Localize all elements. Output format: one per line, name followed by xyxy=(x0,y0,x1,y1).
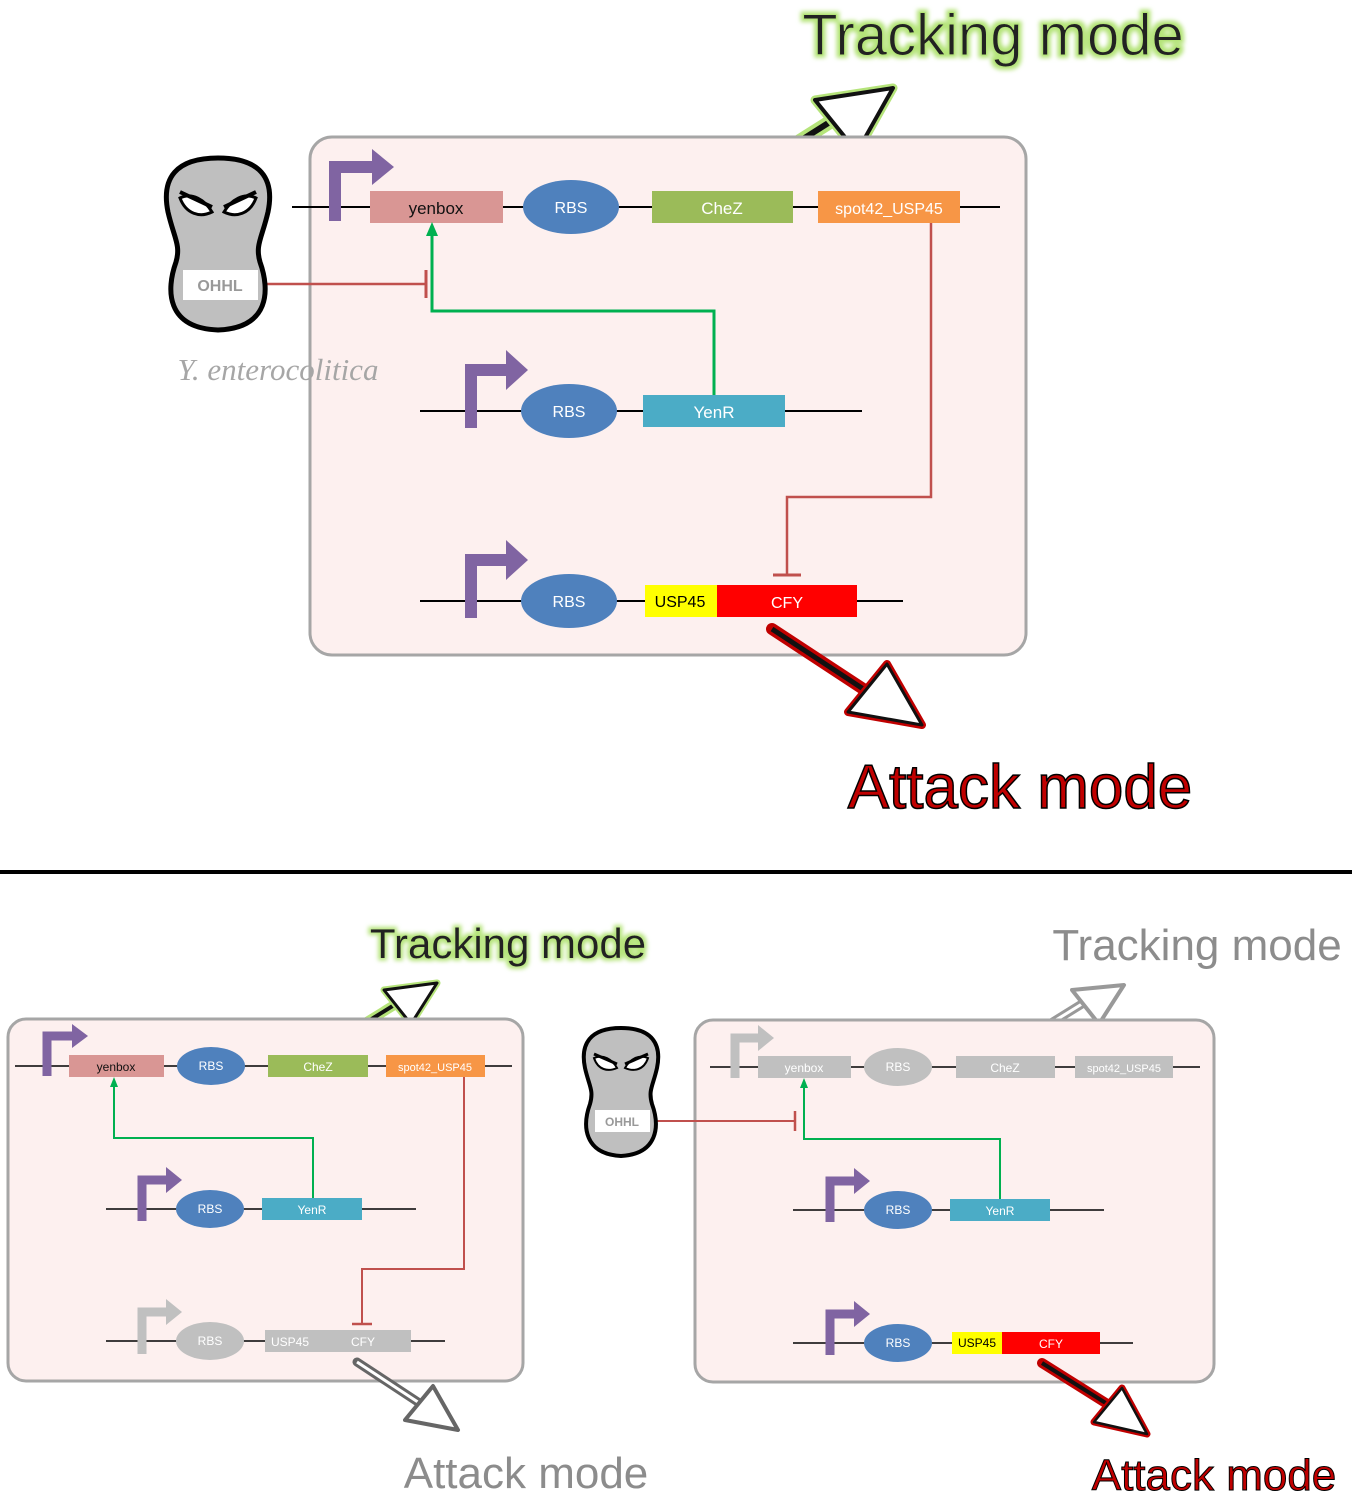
rbs-3 xyxy=(521,574,617,628)
spot42-label: spot42_USP45 xyxy=(1087,1063,1161,1075)
ohhl-label: OHHL xyxy=(605,1115,639,1129)
rbs-2-label: RBS xyxy=(886,1203,911,1217)
chez-part xyxy=(652,191,793,223)
yenbox-part xyxy=(69,1055,164,1077)
chez-part xyxy=(268,1055,368,1077)
spot42-part xyxy=(386,1055,485,1077)
promoter-2 xyxy=(137,1167,182,1221)
usp45-label: USP45 xyxy=(271,1335,309,1349)
promoter-3 xyxy=(465,540,528,618)
yenr-label: YenR xyxy=(694,403,735,422)
spot42-repression-line xyxy=(785,223,933,574)
bottom-left-panel: Tracking mode yenbox RBS CheZ spot42_USP… xyxy=(6,920,649,1498)
bottom-right-panel: Tracking mode yenbox RBS CheZ spot42_USP… xyxy=(581,921,1342,1500)
spot42-part xyxy=(818,191,960,223)
promoter-3 xyxy=(137,1299,182,1354)
rbs-1-label: RBS xyxy=(555,200,588,217)
yenr-label: YenR xyxy=(986,1204,1015,1218)
cfy-label: CFY xyxy=(1039,1337,1063,1351)
activation-arrowhead xyxy=(110,1077,118,1087)
attack-arrow xyxy=(1037,1358,1151,1438)
ohhl-label: OHHL xyxy=(197,278,243,295)
cfy-part xyxy=(316,1330,411,1352)
cfy-part xyxy=(1002,1332,1100,1354)
usp45-part xyxy=(952,1332,1002,1354)
rbs-3-label: RBS xyxy=(886,1336,911,1350)
yenr-part xyxy=(262,1198,362,1220)
attack-mode-label: Attack mode xyxy=(848,753,1193,822)
usp45-label: USP45 xyxy=(958,1336,996,1350)
rbs-2 xyxy=(864,1191,932,1229)
yenr-part xyxy=(643,395,785,427)
rbs-1 xyxy=(523,180,619,234)
usp45-part xyxy=(645,585,717,617)
promoter-3 xyxy=(825,1301,870,1355)
yenr-activation-line xyxy=(430,229,716,395)
promoter-2 xyxy=(825,1168,870,1222)
rbs-1-label: RBS xyxy=(886,1060,911,1074)
yenr-label: YenR xyxy=(298,1203,327,1217)
promoter-1 xyxy=(42,1024,88,1076)
rbs-1 xyxy=(864,1048,932,1086)
rbs-2-label: RBS xyxy=(198,1202,223,1216)
cfy-label: CFY xyxy=(771,595,803,612)
yersinia-organism xyxy=(581,1025,661,1159)
yersinia-organism xyxy=(163,155,273,333)
chez-label: CheZ xyxy=(990,1061,1019,1075)
rbs-3 xyxy=(176,1322,244,1360)
cfy-part xyxy=(717,585,857,617)
rbs-3 xyxy=(864,1324,932,1362)
chez-label: CheZ xyxy=(303,1060,332,1074)
organism-caption: Y. enterocolitica xyxy=(178,352,379,387)
tracking-mode-label: Tracking mode xyxy=(1052,921,1341,970)
spot42-part xyxy=(1075,1056,1173,1078)
attack-arrow xyxy=(766,623,926,729)
spot42-label: spot42_USP45 xyxy=(835,201,943,218)
yenbox-label: yenbox xyxy=(785,1061,824,1075)
rbs-2 xyxy=(176,1190,244,1228)
promoter-2 xyxy=(465,350,528,428)
yenbox-part xyxy=(370,191,503,223)
chez-part xyxy=(956,1056,1055,1078)
promoter-1 xyxy=(329,149,394,221)
yenbox-part xyxy=(758,1056,851,1078)
attack-mode-label: Attack mode xyxy=(1092,1451,1337,1500)
rbs-1-label: RBS xyxy=(199,1059,224,1073)
yenr-part xyxy=(950,1199,1050,1221)
cfy-label: CFY xyxy=(351,1335,375,1349)
spot42-label: spot42_USP45 xyxy=(398,1062,472,1074)
attack-mode-label: Attack mode xyxy=(404,1449,649,1498)
tracking-mode-label: Tracking mode xyxy=(802,3,1183,68)
promoter-1 xyxy=(730,1025,774,1078)
usp45-label: USP45 xyxy=(655,594,706,611)
yenr-activation-line xyxy=(803,1081,1001,1199)
activation-arrowhead xyxy=(800,1078,808,1088)
attack-arrow xyxy=(352,1357,460,1432)
rbs-1 xyxy=(177,1047,245,1085)
rbs-3-label: RBS xyxy=(198,1334,223,1348)
activation-arrowhead xyxy=(426,222,438,236)
rbs-3-label: RBS xyxy=(553,594,586,611)
yenbox-label: yenbox xyxy=(409,199,464,218)
rbs-2-label: RBS xyxy=(553,404,586,421)
top-panel: Tracking mode yenbox RBS CheZ spot42_USP… xyxy=(163,3,1193,823)
yenbox-label: yenbox xyxy=(97,1060,136,1074)
yenr-activation-line xyxy=(113,1080,314,1198)
chez-label: CheZ xyxy=(701,199,743,218)
spot42-repression-line xyxy=(361,1077,465,1324)
usp45-part xyxy=(265,1330,316,1352)
rbs-2 xyxy=(521,384,617,438)
tracking-mode-label: Tracking mode xyxy=(370,920,646,967)
